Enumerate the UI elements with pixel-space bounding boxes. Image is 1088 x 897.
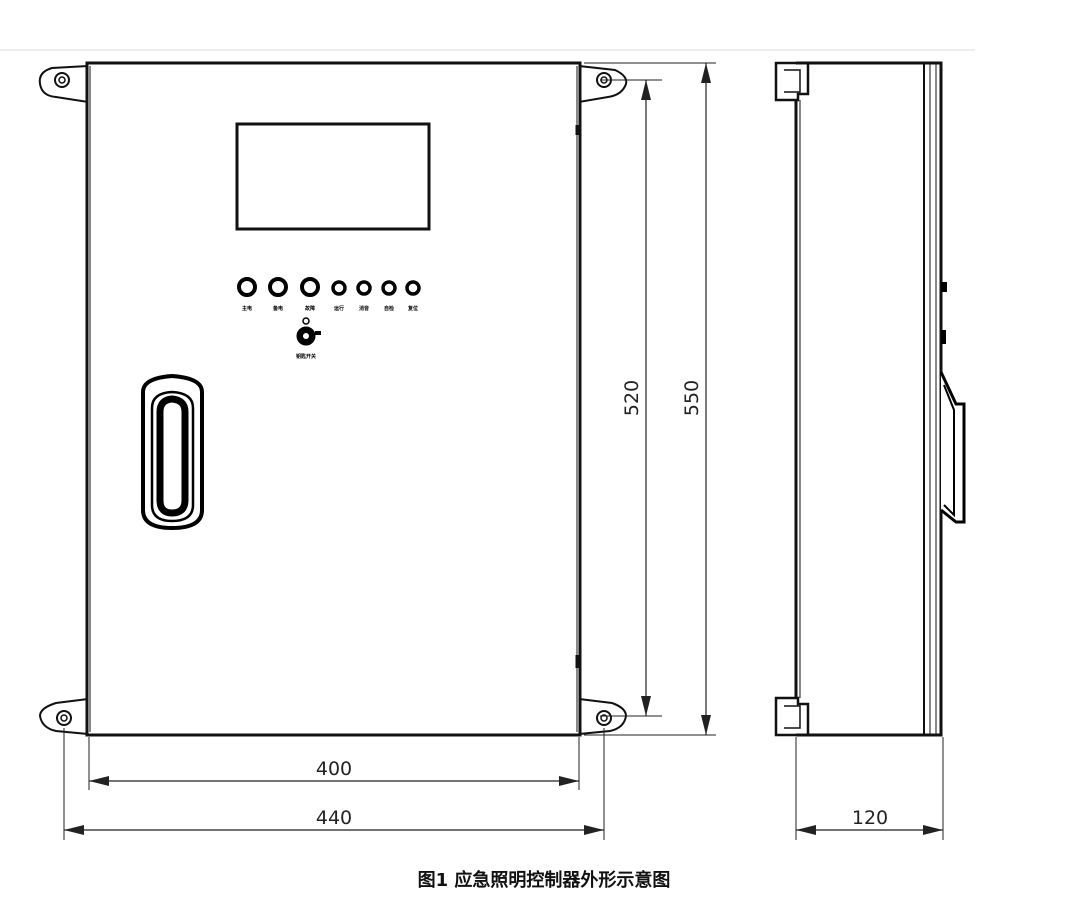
side-knob <box>941 330 946 344</box>
wall-bracket-top <box>774 61 810 102</box>
mounting-ear-top-right <box>578 64 628 104</box>
height-dimension-550 <box>584 62 716 736</box>
wall-bracket-bottom <box>774 696 810 737</box>
side-view <box>774 61 966 737</box>
indicator-lamp <box>268 277 288 297</box>
indicator-label: 消音 <box>359 305 369 312</box>
height-dimension-520 <box>600 79 662 717</box>
mounting-ear-bottom-left <box>38 697 89 736</box>
dimension-label-440: 440 <box>316 807 352 829</box>
indicator-label: 运行 <box>334 305 344 312</box>
indicator-lamp <box>300 277 320 297</box>
dimension-label-120: 120 <box>852 807 888 829</box>
dimension-label-550: 550 <box>681 380 703 416</box>
indicator-lamp <box>356 280 372 296</box>
front-view: 主电 备电 故障 运行 消音 自检 复位 钥匙开关 <box>38 61 628 737</box>
mounting-ear-top-left <box>38 64 89 104</box>
figure-caption: 图1 应急照明控制器外形示意图 <box>417 870 671 891</box>
indicator-label: 复位 <box>407 305 418 312</box>
door-handle <box>141 373 204 531</box>
key-switch: 钥匙开关 <box>296 317 321 360</box>
width-dimension-440 <box>63 728 605 840</box>
key-switch-label: 钥匙开关 <box>296 353 316 360</box>
indicator-lamps <box>237 277 421 297</box>
display-window <box>235 122 431 231</box>
width-dimension-400 <box>88 737 580 790</box>
indicator-label: 备电 <box>272 305 283 312</box>
indicator-label: 故障 <box>305 305 315 312</box>
dimension-label-400: 400 <box>316 758 352 780</box>
indicator-label: 自检 <box>384 305 394 312</box>
indicator-label: 主电 <box>242 305 252 312</box>
indicator-lamp <box>405 280 421 296</box>
indicator-lamp <box>381 280 397 296</box>
depth-dimension-120 <box>795 737 944 840</box>
dimension-label-520: 520 <box>621 380 643 416</box>
cabinet-side-outline <box>796 61 943 737</box>
indicator-lamp <box>237 277 257 297</box>
side-knob <box>941 282 947 292</box>
side-handle <box>939 371 966 524</box>
indicator-lamp <box>331 280 347 296</box>
